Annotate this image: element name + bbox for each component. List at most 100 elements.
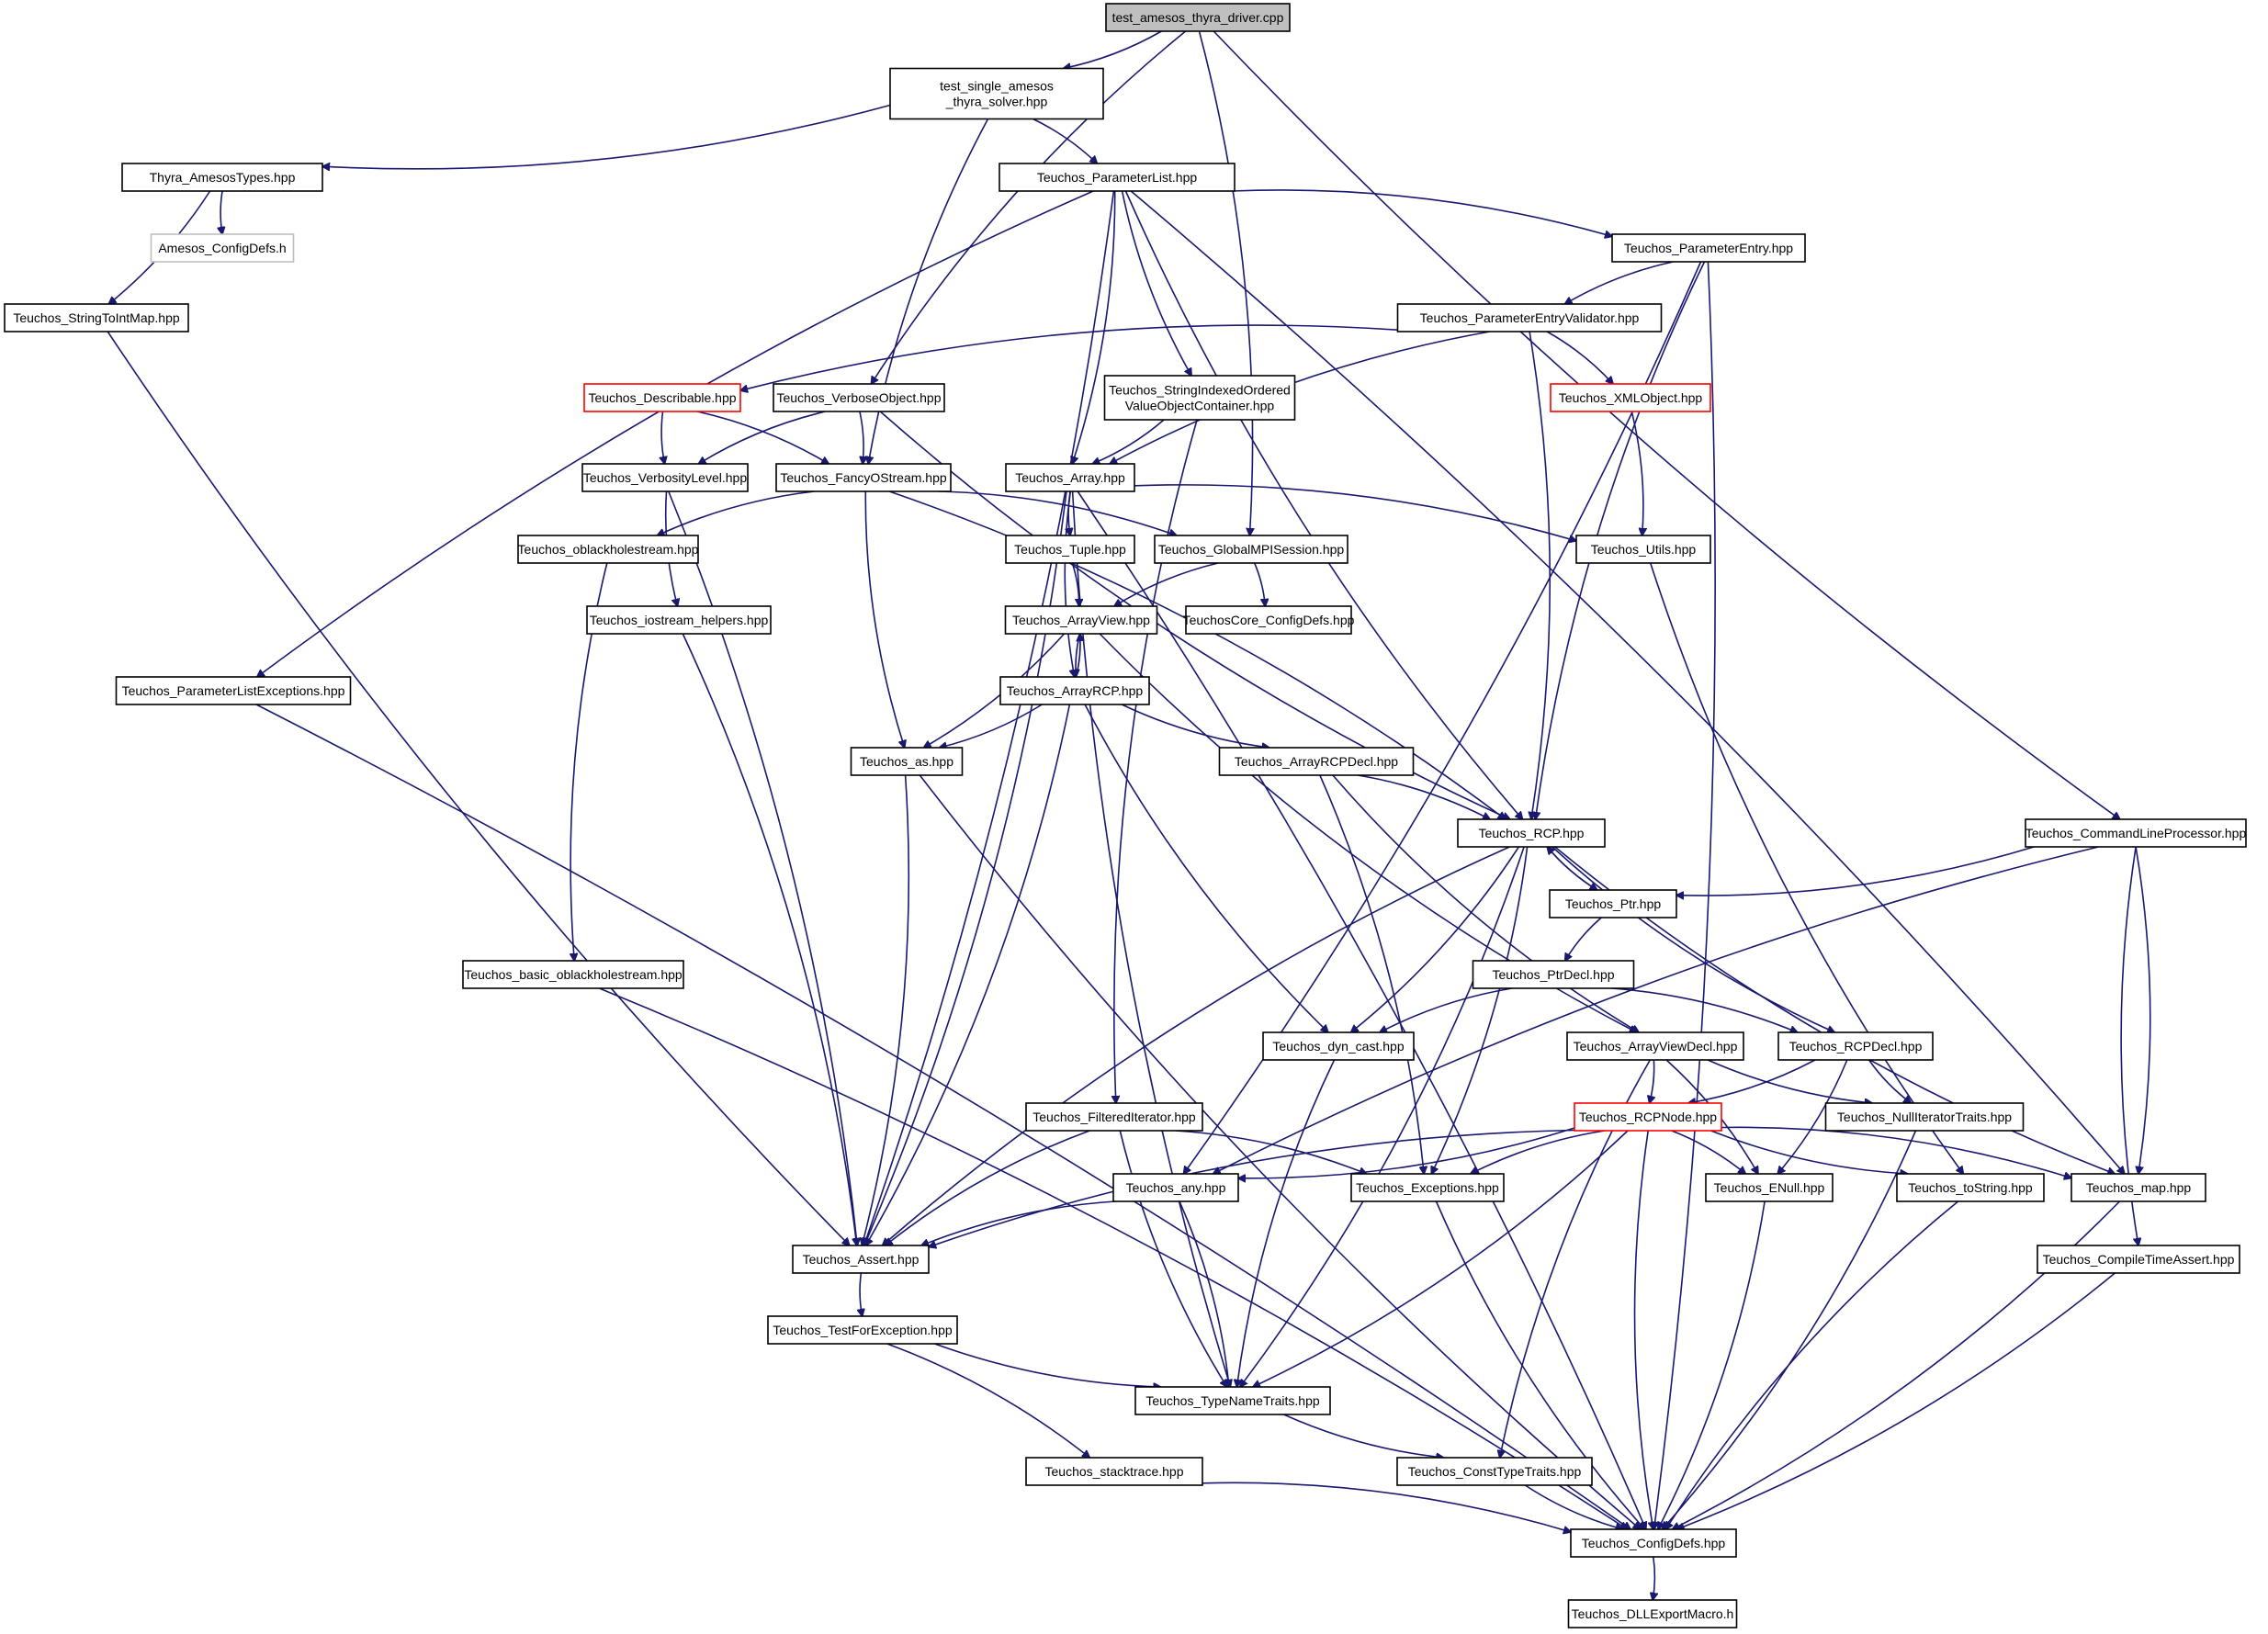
node-xmlobj[interactable]: Teuchos_XMLObject.hpp	[1550, 383, 1711, 412]
node-label: Thyra_AmesosTypes.hpp	[150, 170, 296, 185]
edge-rcpnode-to-assert	[929, 1129, 1575, 1247]
node-box	[1025, 1457, 1203, 1486]
edge-root-to-globalmpi	[1198, 30, 1253, 535]
node-stacktrace[interactable]: Teuchos_stacktrace.hpp	[1025, 1457, 1203, 1486]
node-box	[1396, 1457, 1593, 1486]
node-box	[1025, 1102, 1203, 1132]
node-label: Teuchos_ParameterList.hpp	[1037, 170, 1198, 185]
node-corecfg[interactable]: TeuchosCore_ConfigDefs.hpp	[1183, 605, 1355, 635]
node-arrayrcp[interactable]: Teuchos_ArrayRCP.hpp	[999, 676, 1150, 705]
node-box	[1134, 1386, 1331, 1415]
node-label: Teuchos_ArrayView.hpp	[1012, 613, 1150, 627]
node-tfe[interactable]: Teuchos_TestForException.hpp	[767, 1315, 958, 1345]
node-avdecl[interactable]: Teuchos_ArrayViewDecl.hpp	[1566, 1031, 1744, 1061]
node-label: Teuchos_ParameterEntry.hpp	[1624, 241, 1793, 255]
node-label: Teuchos_CompileTimeAssert.hpp	[2043, 1252, 2235, 1267]
node-label: Teuchos_Assert.hpp	[803, 1252, 920, 1267]
node-root[interactable]: test_amesos_thyra_driver.cpp	[1105, 3, 1291, 32]
node-box	[1262, 1031, 1415, 1061]
node-nullit[interactable]: Teuchos_NullIteratorTraits.hpp	[1824, 1102, 2025, 1132]
node-single[interactable]: test_single_amesos_thyra_solver.hpp	[889, 67, 1104, 120]
node-fancy[interactable]: Teuchos_FancyOStream.hpp	[775, 463, 952, 492]
edge-root-to-clp	[1213, 30, 2120, 819]
node-utils[interactable]: Teuchos_Utils.hpp	[1575, 535, 1711, 564]
node-box	[775, 463, 952, 492]
node-arcpdecl[interactable]: Teuchos_ArrayRCPDecl.hpp	[1218, 747, 1415, 776]
node-dyncast[interactable]: Teuchos_dyn_cast.hpp	[1262, 1031, 1415, 1061]
node-box	[1005, 535, 1135, 564]
node-label: Teuchos_ArrayRCPDecl.hpp	[1235, 754, 1398, 769]
node-label: Teuchos_Utils.hpp	[1591, 542, 1697, 557]
node-tuple[interactable]: Teuchos_Tuple.hpp	[1005, 535, 1135, 564]
node-any[interactable]: Teuchos_any.hpp	[1112, 1173, 1239, 1202]
node-iostream[interactable]: Teuchos_iostream_helpers.hpp	[586, 605, 772, 635]
node-pev[interactable]: Teuchos_ParameterEntryValidator.hpp	[1396, 303, 1663, 332]
node-label: Teuchos_VerbosityLevel.hpp	[583, 470, 747, 485]
node-rcp[interactable]: Teuchos_RCP.hpp	[1457, 818, 1606, 848]
node-array[interactable]: Teuchos_Array.hpp	[1005, 463, 1135, 492]
node-label: Teuchos_toString.hpp	[1908, 1180, 2033, 1195]
node-box	[1112, 1173, 1239, 1202]
node-box	[1457, 818, 1606, 848]
node-box	[2025, 818, 2247, 848]
node-box	[889, 67, 1104, 120]
node-dll[interactable]: Teuchos_DLLExportMacro.h	[1567, 1599, 1738, 1628]
edge-str2int-to-assert	[107, 331, 850, 1245]
node-filtered[interactable]: Teuchos_FilteredIterator.hpp	[1025, 1102, 1203, 1132]
edge-arrayrcp-to-arcpdecl	[1121, 704, 1269, 748]
edge-iostream-to-assert	[682, 633, 856, 1245]
node-box	[1574, 1102, 1722, 1132]
edge-rcp-to-ptr	[1546, 846, 1597, 890]
node-globalmpi[interactable]: Teuchos_GlobalMPISession.hpp	[1154, 535, 1348, 564]
node-verboseobj[interactable]: Teuchos_VerboseObject.hpp	[773, 383, 945, 412]
edge-paramlist-to-pleexc	[257, 190, 1094, 677]
node-enull[interactable]: Teuchos_ENull.hpp	[1705, 1173, 1834, 1202]
node-verblevel[interactable]: Teuchos_VerbosityLevel.hpp	[581, 463, 749, 492]
node-oblack[interactable]: Teuchos_oblackholestream.hpp	[517, 535, 699, 564]
node-box	[1896, 1173, 2045, 1202]
node-rcpnode[interactable]: Teuchos_RCPNode.hpp	[1574, 1102, 1722, 1132]
node-box	[121, 163, 323, 192]
edge-rcpnode-to-enull	[1671, 1130, 1746, 1174]
node-ptr[interactable]: Teuchos_Ptr.hpp	[1549, 889, 1677, 918]
node-label: Teuchos_TypeNameTraits.hpp	[1145, 1393, 1320, 1408]
node-siovc[interactable]: Teuchos_StringIndexedOrderedValueObjectC…	[1103, 375, 1296, 421]
node-tostring[interactable]: Teuchos_toString.hpp	[1896, 1173, 2045, 1202]
node-box	[1103, 375, 1296, 421]
node-arrayview[interactable]: Teuchos_ArrayView.hpp	[1004, 605, 1158, 635]
node-typename[interactable]: Teuchos_TypeNameTraits.hpp	[1134, 1386, 1331, 1415]
node-ptrdecl[interactable]: Teuchos_PtrDecl.hpp	[1472, 960, 1635, 989]
node-paramentry[interactable]: Teuchos_ParameterEntry.hpp	[1611, 233, 1806, 263]
edge-array-to-assert	[864, 490, 1067, 1245]
edge-any-to-assert	[921, 1200, 1116, 1245]
edge-arcpdecl-to-rcp	[1357, 774, 1490, 819]
node-clp[interactable]: Teuchos_CommandLineProcessor.hpp	[2025, 818, 2247, 848]
node-amesos_cfg[interactable]: Amesos_ConfigDefs.h	[150, 233, 295, 263]
node-box	[999, 676, 1150, 705]
edge-rcpnode-to-any	[1238, 1127, 1575, 1178]
edge-rcp-to-dyncast	[1351, 846, 1520, 1032]
node-map[interactable]: Teuchos_map.hpp	[2071, 1173, 2206, 1202]
node-box	[1004, 605, 1158, 635]
node-box	[583, 383, 741, 412]
node-exceptions[interactable]: Teuchos_Exceptions.hpp	[1350, 1173, 1505, 1202]
nodes-layer: test_amesos_thyra_driver.cpp test_single_…	[4, 3, 2247, 1628]
edge-filtered-to-assert	[886, 1130, 1090, 1245]
node-describable[interactable]: Teuchos_Describable.hpp	[583, 383, 741, 412]
node-configdefs[interactable]: Teuchos_ConfigDefs.hpp	[1570, 1528, 1737, 1558]
node-str2int[interactable]: Teuchos_StringToIntMap.hpp	[4, 303, 189, 332]
node-assert[interactable]: Teuchos_Assert.hpp	[792, 1245, 930, 1274]
edge-single-to-thyra_types	[322, 104, 891, 169]
node-box	[1105, 3, 1291, 32]
node-thyra_types[interactable]: Thyra_AmesosTypes.hpp	[121, 163, 323, 192]
node-as[interactable]: Teuchos_as.hpp	[850, 747, 964, 776]
node-basicob[interactable]: Teuchos_basic_oblackholestream.hpp	[462, 960, 684, 989]
node-consttype[interactable]: Teuchos_ConstTypeTraits.hpp	[1396, 1457, 1593, 1486]
edge-avdecl-to-rcpnode	[1650, 1059, 1654, 1103]
node-rcpdecl[interactable]: Teuchos_RCPDecl.hpp	[1777, 1031, 1934, 1061]
node-paramlist[interactable]: Teuchos_ParameterList.hpp	[999, 163, 1236, 192]
node-pleexc[interactable]: Teuchos_ParameterListExceptions.hpp	[115, 676, 352, 705]
node-cta[interactable]: Teuchos_CompileTimeAssert.hpp	[2037, 1245, 2240, 1274]
edge-arrayview-to-as	[924, 633, 1066, 748]
node-label: Teuchos_StringIndexedOrdered	[1109, 383, 1291, 398]
